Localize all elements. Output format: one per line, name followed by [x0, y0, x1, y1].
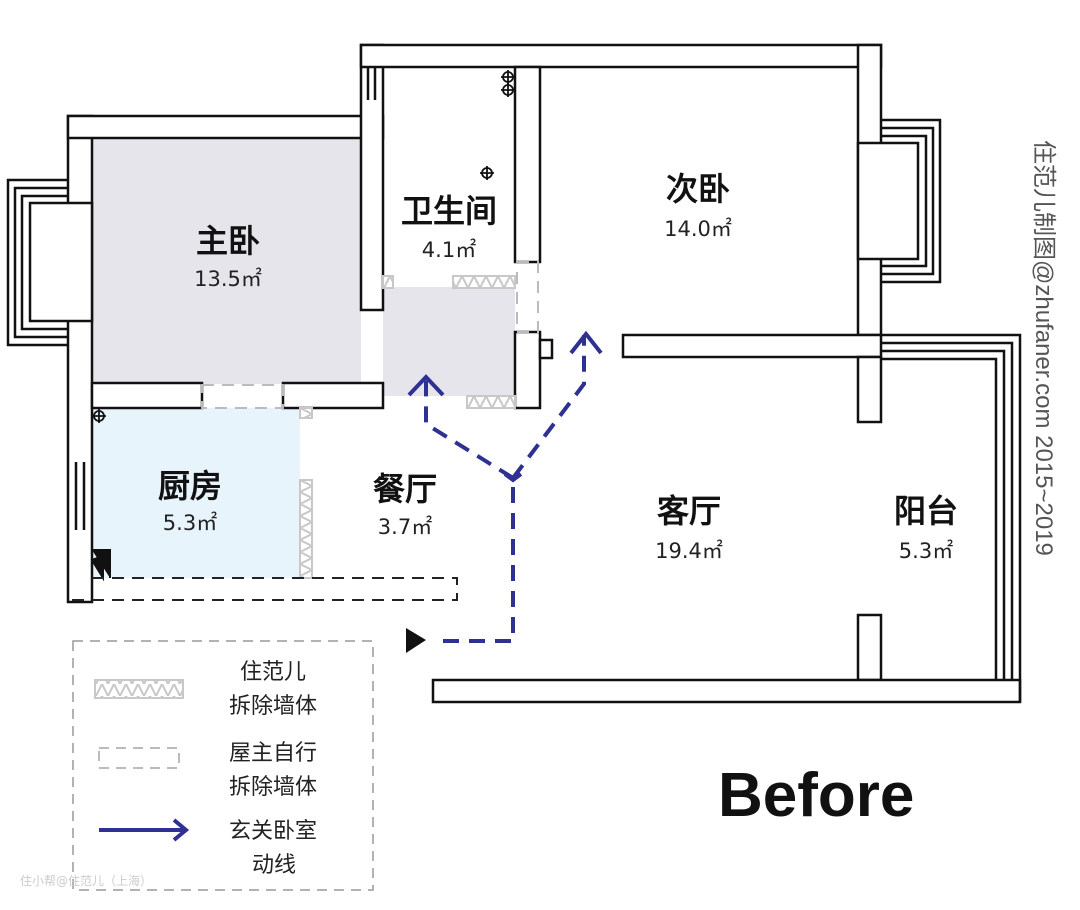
window-bedroom2: [856, 118, 942, 284]
kitchen-stove: [90, 549, 111, 582]
window-master: [6, 178, 94, 347]
legend-label: 屋主自行: [229, 741, 317, 766]
room-area: 5.3㎡: [899, 539, 953, 563]
legend-label: 住范儿: [240, 660, 306, 685]
legend-label: 动线: [252, 853, 296, 878]
entry-bedroom-route: [407, 330, 603, 643]
drain-icon: [92, 70, 515, 423]
room-area: 4.1㎡: [422, 238, 476, 262]
room-name: 卫生间: [401, 192, 497, 230]
legend-label: 玄关卧室: [229, 819, 317, 844]
demolished-walls-dashed: [68, 261, 539, 601]
room-name: 阳台: [894, 492, 958, 530]
window-kitchen: [74, 462, 86, 530]
room-area: 3.7㎡: [378, 515, 432, 539]
room-name: 主卧: [196, 222, 260, 260]
legend: 住范儿 拆除墙体 屋主自行 拆除墙体 玄关卧室 动线: [72, 640, 374, 891]
room-area: 5.3㎡: [163, 511, 217, 535]
room-area: 14.0㎡: [664, 217, 732, 241]
room-area: 13.5㎡: [194, 267, 262, 291]
window-bathroom: [366, 67, 377, 100]
entrance-arrow-icon: [406, 628, 426, 653]
room-name: 厨房: [158, 467, 222, 505]
room-name: 客厅: [657, 492, 721, 530]
room-area: 19.4㎡: [655, 539, 723, 563]
demolished-walls-hatched: [299, 275, 516, 579]
master-bedroom-floor: [92, 138, 515, 396]
title: Before: [718, 761, 914, 830]
legend-label: 拆除墙体: [229, 775, 317, 800]
kitchen-floor: [92, 408, 300, 578]
room-name: 餐厅: [373, 470, 437, 508]
room-name: 次卧: [666, 170, 730, 208]
legend-dashed-swatch: [98, 747, 180, 769]
watermark: 住小帮@住范儿（上海）: [20, 873, 152, 888]
balcony-railing: [881, 333, 1022, 702]
walls: [66, 43, 1022, 704]
credit: 住范儿制图@zhufaner.com 2015~2019: [1030, 140, 1057, 556]
legend-route-arrow-icon: [99, 818, 190, 842]
legend-hatch-swatch: [94, 679, 184, 699]
legend-label: 拆除墙体: [229, 694, 317, 719]
